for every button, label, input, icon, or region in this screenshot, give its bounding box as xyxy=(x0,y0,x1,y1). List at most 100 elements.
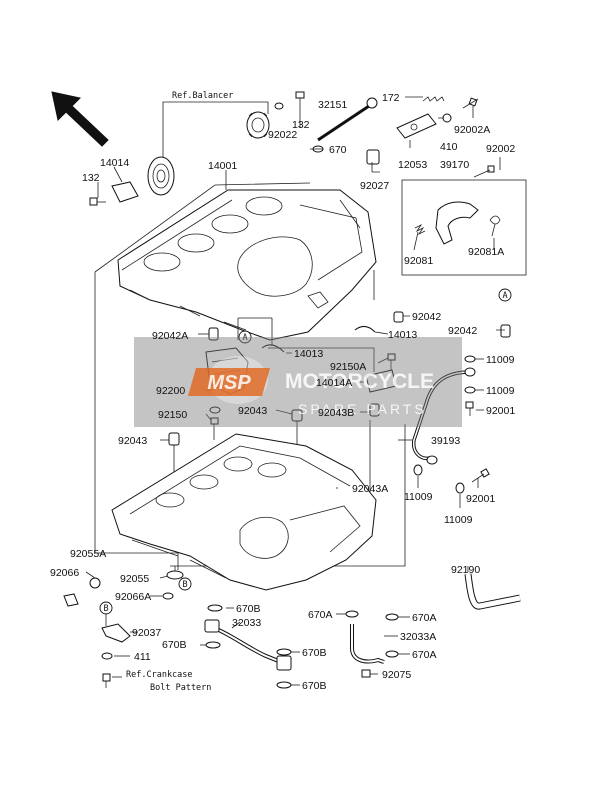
washer xyxy=(101,652,113,660)
hose xyxy=(464,573,521,610)
watermark-logo-text: MSP xyxy=(207,372,251,394)
o-ring xyxy=(385,613,399,621)
balancer-gear xyxy=(246,111,270,139)
part-label: 92075 xyxy=(382,669,411,681)
part-label: 670A xyxy=(412,612,437,624)
part-label: 92042 xyxy=(412,311,441,323)
o-ring xyxy=(207,604,223,612)
oil-pipe-32033 xyxy=(204,619,292,671)
part-label: 32033A xyxy=(400,631,436,643)
svg-text:A: A xyxy=(242,333,247,343)
guide-box xyxy=(401,179,527,276)
o-ring xyxy=(205,641,221,649)
part-label: 92043 xyxy=(238,405,267,417)
chain-guide xyxy=(435,201,479,245)
part-label: 92042A xyxy=(152,330,188,342)
o-ring xyxy=(385,650,399,658)
part-label: 670 xyxy=(329,144,347,156)
part-label: 92043A xyxy=(352,483,388,495)
bolt xyxy=(387,353,396,370)
bracket xyxy=(365,369,397,393)
dowel-pin xyxy=(393,311,404,323)
svg-text:B: B xyxy=(103,604,108,614)
front-direction-arrow-icon xyxy=(51,91,109,147)
guide-spring xyxy=(414,223,426,236)
svg-text:B: B xyxy=(182,580,187,590)
dowel-pin xyxy=(168,432,180,446)
part-label: 14013 xyxy=(294,348,323,360)
part-label: 11009 xyxy=(444,514,473,526)
shaft xyxy=(317,97,378,142)
leader-lines xyxy=(97,96,505,686)
marker-a: A xyxy=(498,288,512,302)
watermark-title: MOTORCYCLE xyxy=(285,370,434,393)
sleeve xyxy=(366,149,380,165)
o-ring xyxy=(89,577,101,589)
part-label: 11009 xyxy=(404,491,433,503)
part-label: 92200 xyxy=(156,385,185,397)
guide-pin xyxy=(489,215,501,237)
part-label: 32151 xyxy=(318,99,347,111)
part-label: 14014A xyxy=(316,377,352,389)
marker-a: A xyxy=(238,330,252,344)
part-label: 92027 xyxy=(360,180,389,192)
bolt xyxy=(473,165,495,178)
part-label: 132 xyxy=(292,119,310,131)
svg-text:A: A xyxy=(502,291,507,301)
bolt xyxy=(465,401,474,416)
part-label: 92066 xyxy=(50,567,79,579)
part-label: 92001 xyxy=(466,493,495,505)
part-label: 92022 xyxy=(268,129,297,141)
o-ring xyxy=(345,610,359,618)
spring xyxy=(422,96,445,102)
part-label: 670B xyxy=(302,647,327,659)
part-label: 39170 xyxy=(440,159,469,171)
drain-plug xyxy=(63,593,79,607)
marker-b: B xyxy=(99,601,113,615)
bolt xyxy=(462,97,479,109)
washer xyxy=(442,113,452,123)
ref-balancer-label: Ref.Balancer xyxy=(172,91,233,101)
marker-b: B xyxy=(178,577,192,591)
part-label: 92001 xyxy=(486,405,515,417)
part-label: 92042 xyxy=(448,325,477,337)
part-label: 11009 xyxy=(486,385,515,397)
part-label: 39193 xyxy=(431,435,460,447)
part-label: 14001 xyxy=(208,160,237,172)
part-label: 92081A xyxy=(468,246,504,258)
clamp xyxy=(101,623,131,643)
part-label: 670A xyxy=(308,609,333,621)
part-label: 92037 xyxy=(132,627,161,639)
o-ring xyxy=(276,648,292,656)
part-label: 670B xyxy=(162,639,187,651)
bolt xyxy=(210,417,219,440)
bolt xyxy=(471,468,490,483)
bolt xyxy=(89,197,106,206)
washer xyxy=(464,355,476,363)
ref-crankcase-label: Ref.Crankcase xyxy=(126,670,193,680)
part-label: 12053 xyxy=(398,159,427,171)
bolt xyxy=(295,91,305,118)
watermark: MSP MOTORCYCLE SPARE PARTS xyxy=(134,337,462,427)
dowel-pin xyxy=(500,324,511,338)
bolt xyxy=(102,673,111,688)
lower-crankcase xyxy=(111,433,377,591)
upper-crankcase xyxy=(117,189,377,341)
part-label: 172 xyxy=(382,92,400,104)
part-label: 11009 xyxy=(486,354,515,366)
part-label: 32033 xyxy=(232,617,261,629)
part-label: 92190 xyxy=(451,564,480,576)
washer xyxy=(413,464,423,476)
part-label: 132 xyxy=(82,172,100,184)
part-label: 92066A xyxy=(115,591,151,603)
gasket xyxy=(162,592,174,600)
part-label: 92002A xyxy=(454,124,490,136)
dowel-pin xyxy=(369,403,380,417)
part-label: 411 xyxy=(134,651,151,663)
washer xyxy=(464,386,476,394)
ref-crankcase-pattern-label: Bolt Pattern xyxy=(150,683,211,693)
bearing xyxy=(147,156,175,196)
part-label: 92055A xyxy=(70,548,106,560)
gasket xyxy=(166,570,184,580)
